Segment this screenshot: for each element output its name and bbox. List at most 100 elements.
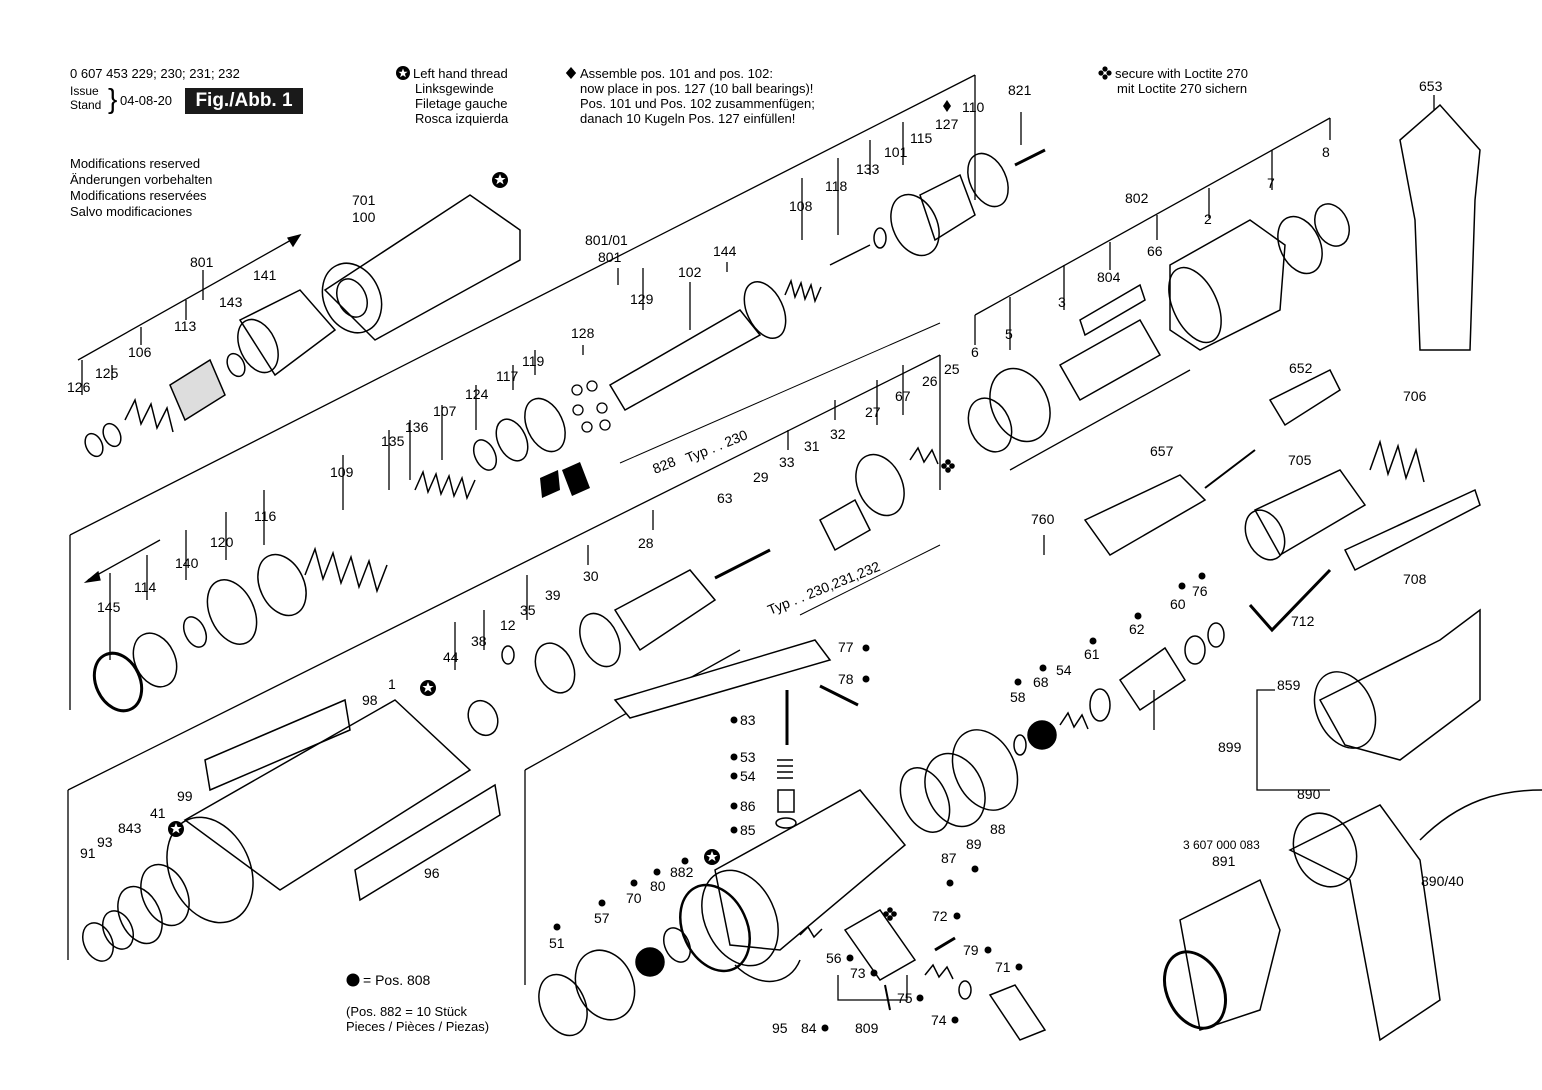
dot-icon [730,826,738,834]
part-80 [662,927,692,963]
diamond-icon [565,67,577,79]
arrow-head-icon [286,233,302,248]
part-125-ring [102,422,122,448]
label-84: 84 [801,1020,817,1036]
part-140-clip [182,616,208,648]
dot-icon [730,772,738,780]
dot-icon [730,753,738,761]
part-38-carrier [534,642,576,694]
label-117: 117 [496,368,519,384]
arrow-head-left-icon [83,570,101,583]
label-102: 102 [678,264,702,280]
part-63-pin [714,548,771,580]
part-85-ring [775,817,797,829]
part-62-inlet [1118,646,1187,712]
label-882: 882 [670,864,694,880]
part-54b-spring [1059,711,1089,730]
part-882-o-ring [679,883,751,973]
label-70: 70 [626,890,642,906]
part-91-ring [82,922,114,962]
label-29: 29 [753,469,769,485]
label-135: 135 [381,433,405,449]
assemble-line-3: Pos. 101 und Pos. 102 zusammenfügen; [580,96,815,111]
label-113: 113 [174,318,197,334]
label-44: 44 [443,649,459,665]
loctite-clover-icon [941,459,955,473]
part-26-gear [909,446,939,465]
part-30 [579,612,621,668]
part-100-end [321,262,383,334]
label-712: 712 [1291,613,1315,629]
label-843: 843 [118,820,142,836]
part-119 [524,397,566,453]
label-53: 53 [740,749,756,765]
label-95: 95 [772,1020,788,1036]
label-801-01: 801/01 [585,232,628,248]
label-5: 5 [1005,326,1013,342]
dot-icon [1014,678,1022,686]
part-54-spring [777,759,793,779]
part-102-flange [743,281,787,339]
label-73: 73 [850,965,866,981]
dot-icon [1015,963,1023,971]
part-6-bearing [967,397,1013,453]
label-41: 41 [150,805,166,821]
part-2-cylinder [1169,219,1286,351]
label-101: 101 [884,144,908,160]
label-107: 107 [433,403,457,419]
label-890: 890 [1297,786,1321,802]
label-118: 118 [825,178,848,194]
part-126-ring [84,432,104,458]
assemble-line-2: now place in pos. 127 (10 ball bearings)… [580,81,814,96]
dot-icon [916,994,924,1002]
label-67: 67 [895,388,911,404]
part-890-40-hose [1419,789,1542,841]
part-75-pin [884,984,891,1011]
label-57: 57 [594,910,610,926]
part-882-face [701,869,779,967]
dot-icon [984,946,992,954]
part-87 [899,767,951,833]
part-708-wrench [1343,488,1481,572]
modifications-de: Änderungen vorbehalten [70,172,213,187]
label-652: 652 [1289,360,1313,376]
part-71-knob [988,984,1047,1041]
label-83: 83 [740,712,756,728]
modifications-note: Modifications reserved Änderungen vorbeh… [70,156,212,220]
part-98-label-plate [204,698,351,792]
part-143-ring [226,352,246,378]
loctite-note: secure with Loctite 270 mit Loctite 270 … [1098,66,1248,96]
part-133-ring [873,227,887,249]
label-30: 30 [583,568,599,584]
part-705-adapter [1253,469,1367,557]
assemble-note: Assemble pos. 101 and pos. 102: now plac… [565,66,815,126]
dot-icon [653,868,661,876]
loctite-clover-icon [883,907,897,921]
label-74: 74 [931,1012,947,1028]
arrow-line-801 [77,234,301,361]
part-653-handle [1399,103,1481,351]
label-35: 35 [520,602,536,618]
label-85: 85 [740,822,756,838]
label-86: 86 [740,798,756,814]
part-101-holder [890,193,940,257]
label-809: 809 [855,1020,879,1036]
label-75: 75 [897,990,913,1006]
label-708: 708 [1403,571,1427,587]
label-119: 119 [522,353,545,369]
ball-bearings-127 [571,380,611,433]
dot-icon [598,899,606,907]
dot-icon [1134,612,1142,620]
label-899: 899 [1218,739,1242,755]
issue-date: 04-08-20 [120,93,173,108]
label-124: 124 [465,386,489,402]
loctite-clover-icon [1098,66,1112,80]
pieces-line-1: (Pos. 882 = 10 Stück [346,1004,468,1019]
part-vane-block [562,462,590,496]
dot-icon [971,865,979,873]
loctite-en: secure with Loctite 270 [1115,66,1248,81]
label-33: 33 [779,454,795,470]
label-801b: 801 [598,249,622,265]
label-62: 62 [1129,621,1145,637]
